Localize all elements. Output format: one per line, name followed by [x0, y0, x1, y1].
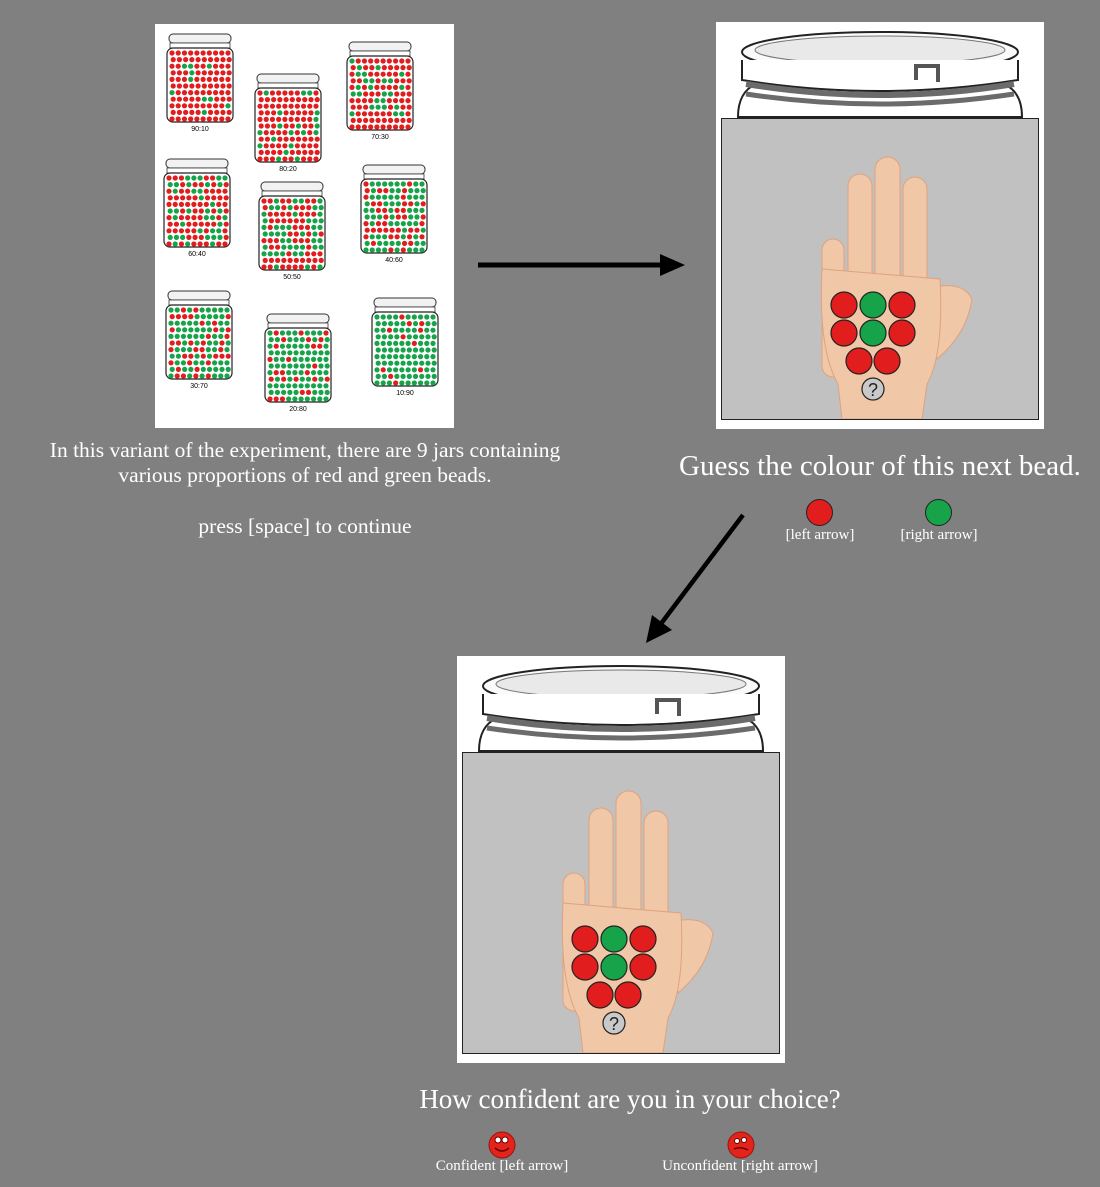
jars-overview-panel: 90:10 80:20 70:30 60:40 50:50 40:60 30:70 20:80…	[155, 24, 454, 428]
palm-bead	[831, 292, 857, 318]
jar-ratio-label: 10:90	[396, 390, 414, 397]
palm-bead	[630, 926, 656, 952]
palm-bead	[860, 320, 886, 346]
question-mark: ?	[609, 1014, 619, 1034]
confident-label: Confident [left arrow]	[402, 1158, 602, 1175]
jar-ratio-label: 40:60	[385, 257, 403, 264]
question-mark: ?	[868, 380, 878, 400]
red-bead-option[interactable]	[806, 499, 833, 526]
jar: 20:80	[265, 314, 331, 413]
red-key-label: [left arrow]	[770, 527, 870, 544]
green-key-label: [right arrow]	[886, 527, 992, 544]
confidence-screen-panel: ?	[457, 656, 785, 1063]
guess-prompt: Guess the colour of this next bead.	[660, 450, 1100, 483]
jar: 90:10	[167, 34, 233, 133]
jar: 40:60	[361, 165, 427, 264]
jar: 10:90	[372, 298, 438, 397]
intro-line-2: various proportions of red and green bea…	[0, 463, 610, 488]
jar-ratio-label: 80:20	[279, 166, 297, 173]
jar-ratio-label: 30:70	[190, 383, 208, 390]
palm-bead	[587, 982, 613, 1008]
unconfident-label: Unconfident [right arrow]	[630, 1158, 850, 1175]
jar: 60:40	[164, 159, 230, 258]
arrow-right-icon	[470, 250, 695, 280]
palm-bead	[601, 954, 627, 980]
confidence-prompt: How confident are you in your choice?	[380, 1084, 880, 1115]
palm-bead	[831, 320, 857, 346]
confident-face-icon[interactable]	[487, 1130, 517, 1160]
jar: 80:20	[255, 74, 321, 173]
jar: 70:30	[347, 42, 413, 141]
palm-bead	[846, 348, 872, 374]
jar-ratio-label: 70:30	[371, 134, 389, 141]
green-bead-option[interactable]	[925, 499, 952, 526]
unconfident-face-icon[interactable]	[726, 1130, 756, 1160]
guess-screen-panel: ?	[716, 22, 1044, 429]
hand-area: ?	[721, 118, 1039, 420]
palm-bead	[572, 954, 598, 980]
intro-line-1: In this variant of the experiment, there…	[0, 438, 610, 463]
palm-bead	[572, 926, 598, 952]
jar-lid-illustration	[716, 22, 1044, 122]
palm-bead	[630, 954, 656, 980]
arrow-down-left-icon	[630, 505, 760, 655]
hand-illustration: ?	[463, 753, 779, 1053]
jar-ratio-label: 90:10	[191, 126, 209, 133]
palm-bead	[860, 292, 886, 318]
hand-area: ?	[462, 752, 780, 1054]
jar: 50:50	[259, 182, 325, 281]
palm-bead	[874, 348, 900, 374]
jar-ratio-label: 20:80	[289, 406, 307, 413]
intro-text: In this variant of the experiment, there…	[0, 438, 610, 488]
jar-ratio-label: 60:40	[188, 251, 206, 258]
continue-prompt: press [space] to continue	[0, 514, 610, 539]
palm-bead	[889, 292, 915, 318]
jar-lid-illustration	[457, 656, 785, 756]
palm-bead	[615, 982, 641, 1008]
hand-illustration: ?	[722, 119, 1038, 419]
jar-ratio-label: 50:50	[283, 274, 301, 281]
palm-bead	[601, 926, 627, 952]
jar: 30:70	[166, 291, 232, 390]
palm-bead	[889, 320, 915, 346]
jars-illustration: 90:10 80:20 70:30 60:40 50:50 40:60 30:70 20:80…	[155, 24, 454, 428]
